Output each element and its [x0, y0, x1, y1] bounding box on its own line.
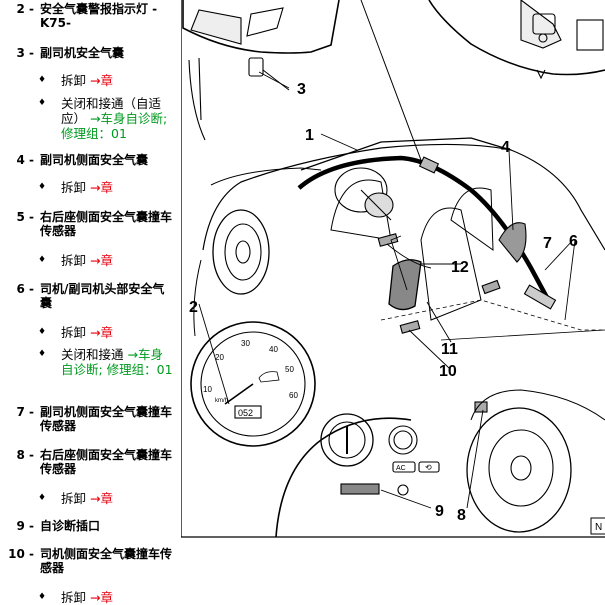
callout-1: 1: [305, 127, 314, 144]
bullet-text: 关闭和接通（自适应） →车身自诊断; 修理组：01: [61, 96, 168, 141]
svg-text:N: N: [595, 522, 602, 533]
bullet-text: 拆卸 →章: [61, 325, 113, 340]
callout-11: 11: [441, 341, 458, 358]
cross-reference-link[interactable]: 章: [100, 73, 113, 88]
legend-item-title: 右后座侧面安全气囊撞车传感器: [40, 448, 173, 476]
cross-reference-link[interactable]: 章: [100, 180, 113, 195]
bullet-diamond-icon: ♦: [38, 592, 47, 602]
callout-12: 12: [451, 259, 469, 276]
cross-reference-link[interactable]: 章: [100, 491, 113, 506]
bullet-text: 拆卸 →章: [61, 180, 113, 195]
bullet-diamond-icon: ♦: [38, 255, 47, 265]
bullet-diamond-icon: ♦: [38, 349, 47, 359]
legend-item-number: 7 -: [16, 405, 34, 419]
svg-text:40: 40: [269, 345, 278, 354]
legend-list: 2 - 安全气囊警报指示灯 -K75- 3 - 副司机安全气囊 ♦ 拆卸 →章 ♦ 关闭和接通…: [0, 0, 180, 605]
svg-text:50: 50: [285, 365, 294, 374]
bullet-text: 拆卸 →章: [61, 253, 113, 268]
legend-item-title: 副司机侧面安全气囊: [40, 153, 149, 167]
bullet-diamond-icon: ♦: [38, 327, 47, 337]
svg-text:AC: AC: [396, 465, 406, 472]
bullet-diamond-icon: ♦: [38, 75, 47, 85]
legend-item-number: 2 -: [16, 2, 34, 16]
callout-7: 7: [543, 235, 552, 252]
callout-9: 9: [435, 503, 444, 520]
callout-4: 4: [501, 139, 510, 156]
legend-item-title: 自诊断插口: [40, 519, 101, 533]
airbag-component-diagram: 10 20 30 40 50 60 km/h 052 AC ⟲: [180, 0, 605, 538]
callout-10: 10: [439, 363, 457, 380]
legend-item-title: 司机/副司机头部安全气囊: [40, 282, 165, 310]
legend-item-number: 6 -: [16, 282, 34, 296]
callout-8: 8: [457, 507, 466, 524]
bullet-text: 关闭和接通 →车身自诊断; 修理组：01: [61, 347, 173, 377]
callout-6: 6: [569, 233, 578, 250]
legend-item-number: 5 -: [16, 210, 34, 224]
svg-text:km/h: km/h: [215, 398, 228, 404]
legend-item-title: 副司机安全气囊: [40, 46, 125, 60]
svg-text:30: 30: [241, 339, 250, 348]
cross-reference-link[interactable]: 章: [100, 590, 113, 605]
legend-item-number: 8 -: [16, 448, 34, 462]
svg-text:⟲: ⟲: [425, 463, 432, 472]
bullet-text: 拆卸 →章: [61, 73, 113, 88]
legend-item-title: 司机侧面安全气囊撞车传感器: [40, 547, 173, 575]
bullet-text: 拆卸 →章: [61, 491, 113, 506]
legend-item-number: 4 -: [16, 153, 34, 167]
legend-item-number: 10 -: [8, 547, 34, 561]
cross-reference-link[interactable]: 车身自诊断; 修理组：01: [61, 111, 168, 141]
legend-item-title: 副司机侧面安全气囊撞车传感器: [40, 405, 173, 433]
bullet-diamond-icon: ♦: [38, 98, 47, 108]
cross-reference-link[interactable]: 车身自诊断; 修理组：01: [61, 347, 173, 377]
bullet-diamond-icon: ♦: [38, 493, 47, 503]
svg-text:052: 052: [238, 408, 253, 418]
legend-item-number: 3 -: [16, 46, 34, 60]
svg-text:20: 20: [215, 353, 224, 362]
legend-item-number: 9 -: [16, 519, 34, 533]
bullet-diamond-icon: ♦: [38, 182, 47, 192]
legend-item-title: 安全气囊警报指示灯 -K75-: [40, 2, 158, 30]
svg-text:10: 10: [203, 385, 212, 394]
legend-item-title: 右后座侧面安全气囊撞车传感器: [40, 210, 173, 238]
callout-3: 3: [297, 81, 306, 98]
callout-2: 2: [189, 299, 198, 316]
svg-text:60: 60: [289, 391, 298, 400]
cross-reference-link[interactable]: 章: [100, 253, 113, 268]
cross-reference-link[interactable]: 章: [100, 325, 113, 340]
bullet-text: 拆卸 →章: [61, 590, 113, 605]
